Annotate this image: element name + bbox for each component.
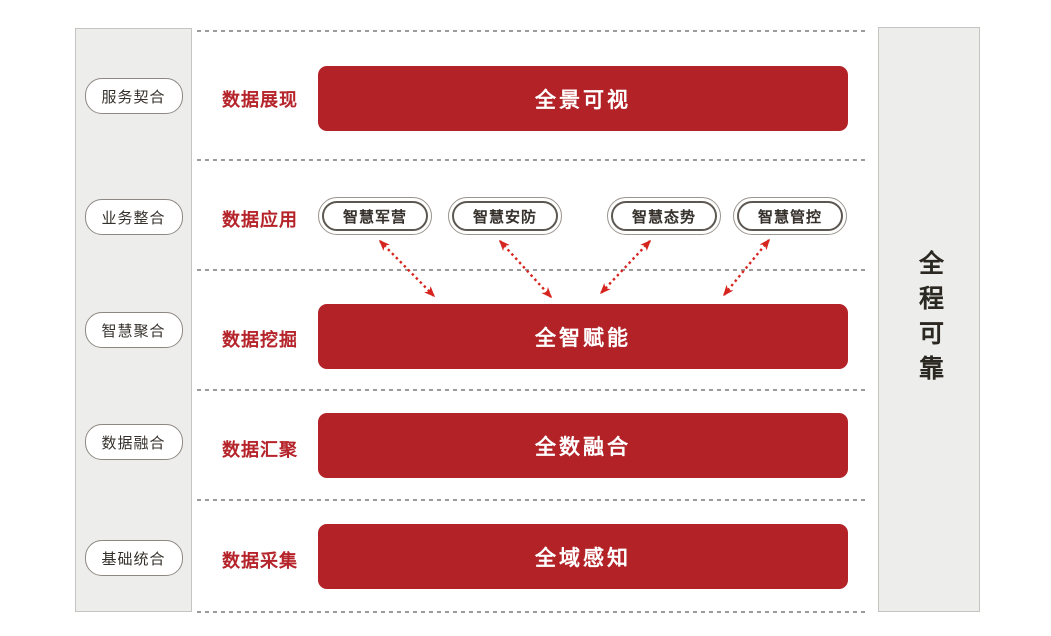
left-panel-pill-business-integration: 业务整合 [84, 199, 183, 235]
dotted-divider-6 [197, 611, 868, 613]
app-pill-smart-barracks: 智慧军营 [318, 197, 432, 235]
right-panel: 全程可靠 [878, 27, 980, 612]
app-pill-smart-control: 智慧管控 [733, 197, 847, 235]
bidirectional-arrow-3 [599, 239, 652, 295]
right-panel-vertical-label: 全程可靠 [915, 250, 944, 390]
app-pill-smart-control-label: 智慧管控 [737, 201, 843, 231]
row-label-data-collection: 数据采集 [222, 551, 298, 571]
layer-bar-full-domain-sensing: 全域感知 [318, 524, 848, 589]
left-panel-pill-service-fit: 服务契合 [84, 78, 183, 114]
bidirectional-arrow-1 [378, 239, 436, 298]
layer-bar-full-data-fusion: 全数融合 [318, 413, 848, 478]
dotted-divider-4 [197, 389, 868, 391]
app-pill-smart-situation-label: 智慧态势 [611, 201, 717, 231]
app-pill-smart-security: 智慧安防 [448, 197, 562, 235]
left-panel-pill-basic-unification: 基础统合 [84, 540, 183, 576]
bidirectional-arrow-4 [723, 238, 770, 297]
dotted-divider-2 [197, 159, 868, 161]
dotted-divider-1 [197, 30, 868, 32]
row-label-data-presentation: 数据展现 [222, 90, 298, 110]
app-pill-smart-situation: 智慧态势 [607, 197, 721, 235]
row-label-data-convergence: 数据汇聚 [222, 440, 298, 460]
row-label-data-mining: 数据挖掘 [222, 330, 298, 350]
left-panel-pill-smart-aggregation: 智慧聚合 [84, 312, 183, 348]
bidirectional-arrow-2 [498, 239, 553, 299]
app-pill-smart-barracks-label: 智慧军营 [322, 201, 428, 231]
dotted-divider-5 [197, 499, 868, 501]
left-panel-pill-data-fusion: 数据融合 [84, 424, 183, 460]
left-panel: 服务契合 业务整合 智慧聚合 数据融合 基础统合 [75, 28, 192, 612]
layer-bar-panorama-visual: 全景可视 [318, 66, 848, 131]
arrow-layer [378, 238, 770, 299]
layer-bar-full-intelligence: 全智赋能 [318, 304, 848, 369]
row-label-data-application: 数据应用 [222, 210, 298, 230]
app-pill-smart-security-label: 智慧安防 [452, 201, 558, 231]
